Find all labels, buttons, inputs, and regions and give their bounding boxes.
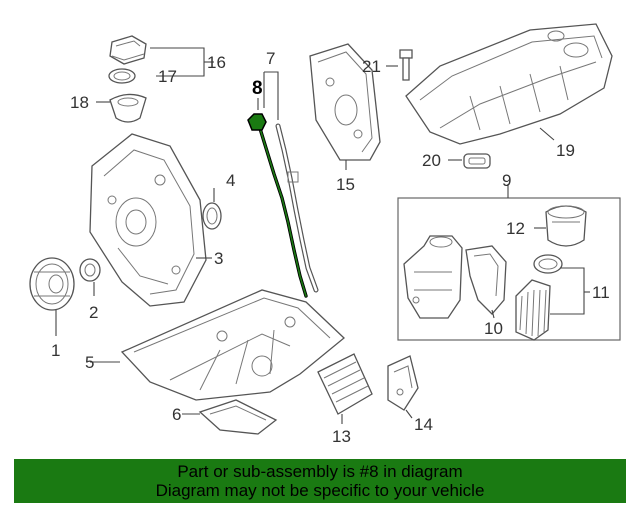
part-11-o-ring[interactable] xyxy=(533,254,563,274)
part-6-lower-pan[interactable] xyxy=(198,399,278,435)
callout-18[interactable]: 18 xyxy=(70,93,89,112)
part-1-pulley[interactable] xyxy=(29,257,75,311)
part-12-filter-cap[interactable] xyxy=(545,205,587,247)
part-2-seal[interactable] xyxy=(79,258,101,282)
callout-2[interactable]: 2 xyxy=(89,303,98,322)
banner-line-part: Part or sub-assembly is #8 in diagram xyxy=(177,462,463,481)
part-14-bracket[interactable] xyxy=(387,355,419,411)
callout-17[interactable]: 17 xyxy=(158,67,177,86)
callout-4[interactable]: 4 xyxy=(226,171,235,190)
callout-20[interactable]: 20 xyxy=(422,151,441,170)
callout-13[interactable]: 13 xyxy=(332,427,351,446)
callout-8[interactable]: 8 xyxy=(252,78,263,99)
callout-labels: 16 17 18 4 3 1 2 5 6 7 8 15 21 19 20 9 1… xyxy=(51,49,610,446)
callout-12[interactable]: 12 xyxy=(506,219,525,238)
callout-1[interactable]: 1 xyxy=(51,341,60,360)
part-20-gasket[interactable] xyxy=(463,153,491,169)
part-19-intake-manifold[interactable] xyxy=(405,23,613,145)
part-15-case-cover[interactable] xyxy=(309,43,381,161)
leader-lines xyxy=(55,47,590,424)
callout-5[interactable]: 5 xyxy=(85,353,94,372)
callout-10[interactable]: 10 xyxy=(484,319,503,338)
part-9-filter-assembly[interactable] xyxy=(397,197,621,341)
callout-19[interactable]: 19 xyxy=(556,141,575,160)
banner-line-disclaimer: Diagram may not be specific to your vehi… xyxy=(155,481,485,500)
part-13-oil-cooler[interactable] xyxy=(317,353,373,415)
callout-3[interactable]: 3 xyxy=(214,249,223,268)
callout-9[interactable]: 9 xyxy=(502,171,511,190)
info-banner: Part or sub-assembly is #8 in diagram Di… xyxy=(14,459,626,503)
callout-21[interactable]: 21 xyxy=(362,57,381,76)
part-8-dipstick[interactable] xyxy=(247,113,308,298)
callout-6[interactable]: 6 xyxy=(172,405,181,424)
part-5-oil-pan[interactable] xyxy=(120,289,345,401)
callout-14[interactable]: 14 xyxy=(414,415,433,434)
part-17-seal-ring[interactable] xyxy=(108,68,136,84)
parts-diagram: 16 17 18 4 3 1 2 5 6 7 8 15 21 19 20 9 1… xyxy=(29,23,621,446)
part-4-seal[interactable] xyxy=(202,202,222,230)
callout-7[interactable]: 7 xyxy=(266,49,275,68)
part-10-housing-gasket[interactable] xyxy=(465,245,507,315)
part-21-bolt[interactable] xyxy=(399,49,413,81)
part-11-filter-element[interactable] xyxy=(515,279,551,341)
part-18-cover[interactable] xyxy=(109,93,147,123)
callout-15[interactable]: 15 xyxy=(336,175,355,194)
part-16-oil-filler-cap[interactable] xyxy=(109,35,147,65)
part-9-filter-housing[interactable] xyxy=(403,235,463,319)
callout-11[interactable]: 11 xyxy=(592,283,610,302)
callout-16[interactable]: 16 xyxy=(207,53,226,72)
part-7-guide-tube[interactable] xyxy=(275,123,319,293)
part-3-timing-cover[interactable] xyxy=(89,133,207,307)
